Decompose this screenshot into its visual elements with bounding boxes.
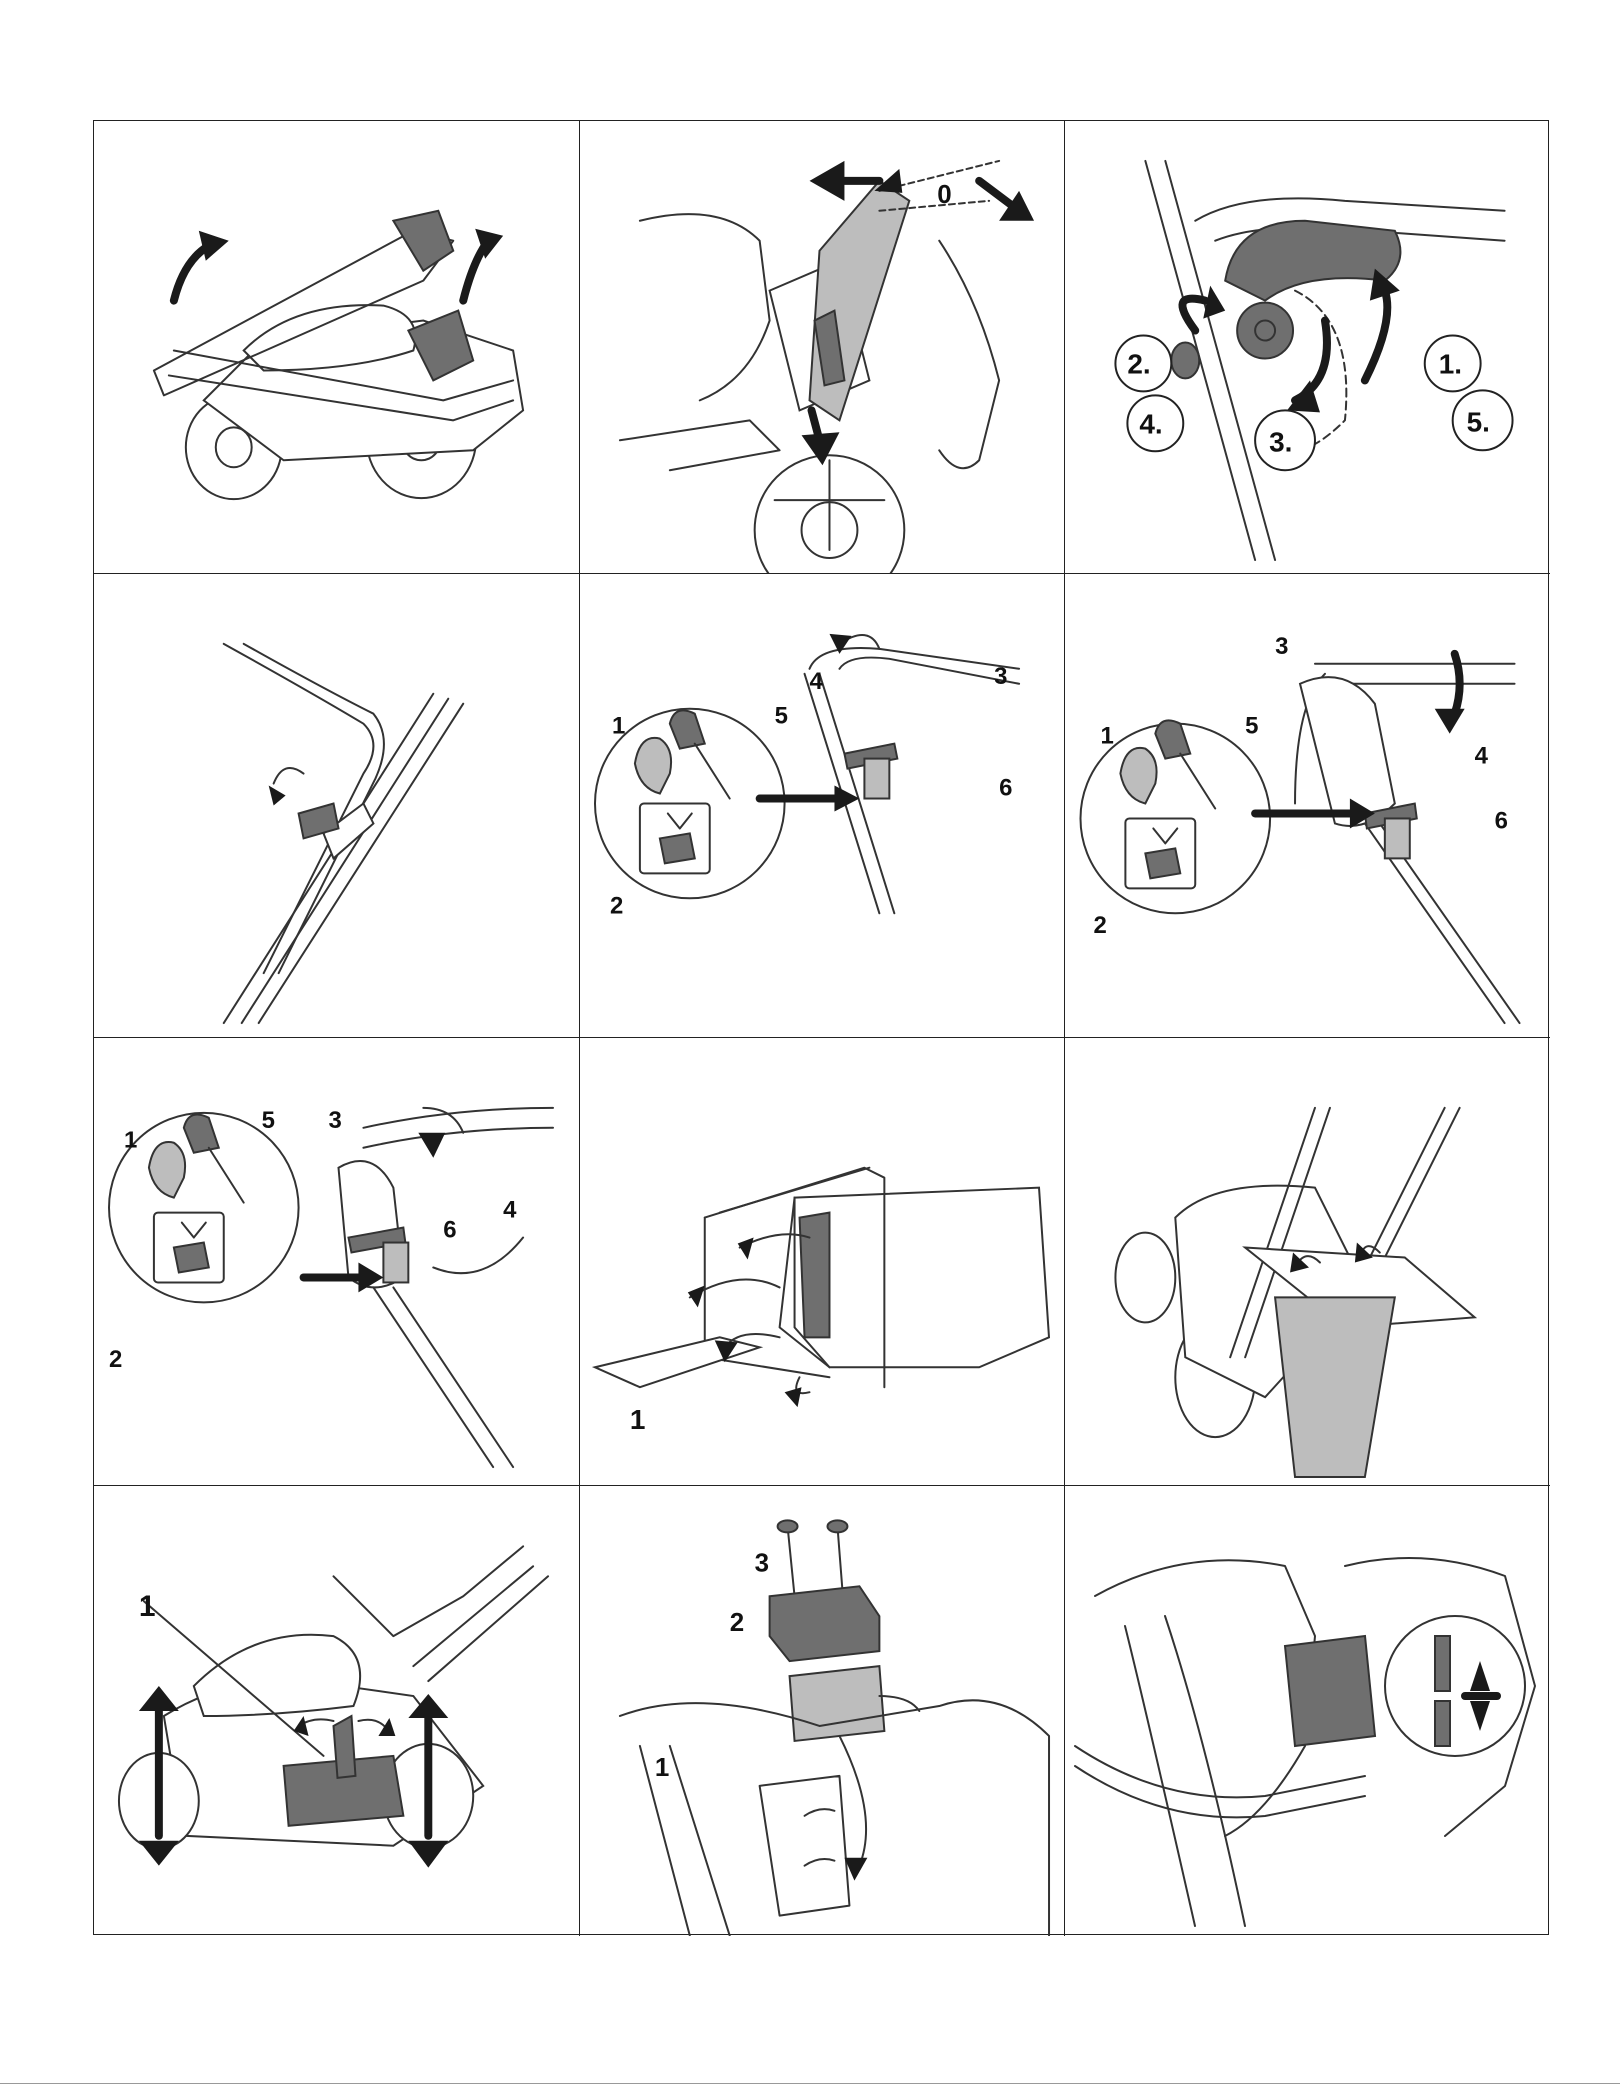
bag-body <box>795 1188 1049 1368</box>
panel-6-cable-mount: 1 2 3 4 5 6 <box>1065 574 1550 1038</box>
panel-2-handle-lever: 0 <box>580 121 1065 574</box>
label-5: 5 <box>1245 713 1258 740</box>
handle-grip <box>393 211 453 271</box>
panel-1-illustration <box>94 121 579 573</box>
connector-top <box>1435 1636 1450 1691</box>
label-2: 2 <box>109 1346 122 1373</box>
label-2: 2 <box>610 892 623 919</box>
panel-11-battery-install: 3 2 1 <box>580 1486 1065 1936</box>
label-5: 5 <box>262 1107 275 1134</box>
front-wheel <box>1115 1233 1175 1323</box>
label-3: 3 <box>329 1107 342 1134</box>
panel-7-illustration: 1 2 3 4 5 6 <box>94 1038 579 1485</box>
panel-10-illustration: 1 <box>94 1486 579 1936</box>
label-6: 6 <box>1495 807 1508 834</box>
label-2: 2 <box>1093 912 1106 939</box>
connector-detail <box>1385 1616 1525 1756</box>
label-6: 6 <box>443 1217 456 1244</box>
panel-9-illustration <box>1065 1038 1550 1485</box>
height-lever <box>334 1716 356 1778</box>
label-1: 1 <box>139 1590 156 1623</box>
panel-10-height-adjust: 1 <box>94 1486 580 1936</box>
part-6 <box>1385 818 1410 858</box>
footer-rule <box>0 2083 1620 2084</box>
label-4: 4. <box>1139 408 1162 439</box>
battery-holder <box>770 1586 880 1661</box>
panel-8-grass-bag: 1 <box>580 1038 1065 1486</box>
label-2: 2 <box>730 1609 744 1637</box>
panel-12-illustration <box>1065 1486 1550 1936</box>
label-4: 4 <box>810 668 824 695</box>
label-5: 5. <box>1467 406 1490 437</box>
panel-5-cable-mount: 1 2 3 4 5 6 <box>580 574 1065 1038</box>
label-5: 5 <box>775 703 788 730</box>
label-1: 1 <box>612 713 625 740</box>
label-4: 4 <box>503 1197 517 1224</box>
label-2: 2. <box>1127 348 1150 379</box>
grass-bag <box>1275 1297 1395 1477</box>
battery-holder <box>1285 1636 1375 1746</box>
knob <box>1237 303 1293 359</box>
label-1: 1 <box>124 1127 137 1154</box>
label-1: 1 <box>655 1754 669 1782</box>
label-1: 1 <box>1100 723 1113 750</box>
panel-12-connector <box>1065 1486 1550 1936</box>
engine-cover <box>194 1635 360 1716</box>
label-0: 0 <box>937 181 951 209</box>
panel-3-knob-sequence: 2. 4. 3. 1. 5. <box>1065 121 1550 574</box>
label-3: 3. <box>1269 426 1292 457</box>
panel-6-illustration: 1 2 3 4 5 6 <box>1065 574 1550 1037</box>
illustration-grid: 0 2. 4. 3. 1. <box>93 120 1549 1935</box>
connector-bottom <box>1435 1701 1450 1746</box>
label-6: 6 <box>999 775 1012 802</box>
label-3: 3 <box>994 663 1007 690</box>
battery <box>790 1666 885 1741</box>
label-1: 1 <box>630 1404 646 1435</box>
panel-1-folded-mower <box>94 121 580 574</box>
part-6 <box>864 759 889 799</box>
label-4: 4 <box>1475 743 1489 770</box>
label-3: 3 <box>755 1549 769 1577</box>
label-1: 1. <box>1439 348 1462 379</box>
control-box <box>1300 677 1395 826</box>
panel-11-illustration: 3 2 1 <box>580 1486 1064 1936</box>
panel-5-illustration: 1 2 3 4 5 6 <box>580 574 1064 1037</box>
panel-7-cable-mount: 1 2 3 4 5 6 <box>94 1038 580 1486</box>
lock-nut <box>1171 343 1199 379</box>
panel-4-illustration <box>94 574 579 1037</box>
part-6 <box>383 1243 408 1283</box>
panel-9-bag-mounting <box>1065 1038 1550 1486</box>
panel-3-illustration: 2. 4. 3. 1. 5. <box>1065 121 1550 573</box>
panel-2-illustration: 0 <box>580 121 1064 573</box>
label-3: 3 <box>1275 633 1288 660</box>
panel-8-illustration: 1 <box>580 1038 1064 1485</box>
panel-4-cable-clip <box>94 574 580 1038</box>
